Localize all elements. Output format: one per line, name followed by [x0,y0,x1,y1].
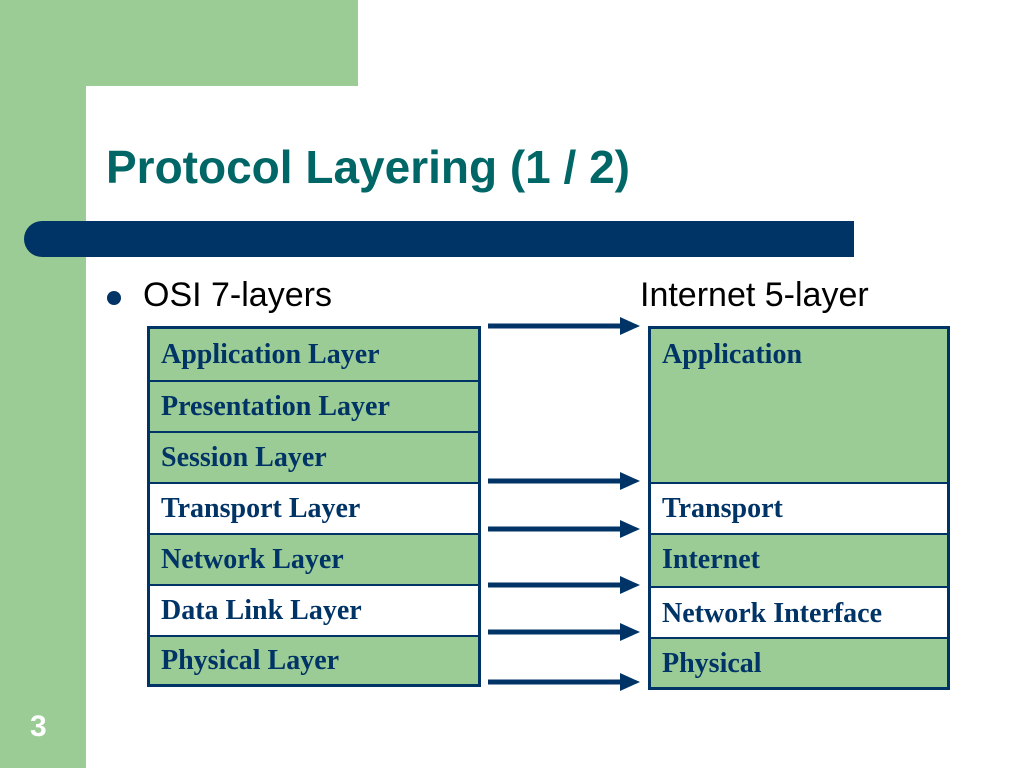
internet-layer-transport: Transport [651,482,947,533]
internet-layer-network-interface: Network Interface [651,586,947,637]
arrow-internet [488,520,640,538]
arrow-network-interface [488,576,640,594]
bullet-dot [107,291,121,305]
osi-layer-data-link: Data Link Layer [150,584,478,635]
title-underline-bar [24,221,854,257]
arrow-application [488,317,640,335]
page-number: 3 [30,710,47,743]
internet-heading: Internet 5-layer [640,276,869,314]
arrow-physical-a [488,623,640,641]
osi-layer-presentation: Presentation Layer [150,380,478,431]
osi-layer-transport: Transport Layer [150,482,478,533]
osi-heading: OSI 7-layers [143,276,332,314]
internet-layer-internet: Internet [651,533,947,586]
frame-inner-corner [86,86,126,126]
slide-title: Protocol Layering (1 / 2) [106,141,630,193]
internet-layer-stack: Application Transport Internet Network I… [648,326,950,690]
arrow-transport [488,472,640,490]
osi-layer-physical: Physical Layer [150,635,478,684]
internet-layer-physical: Physical [651,637,947,687]
osi-layer-network: Network Layer [150,533,478,584]
osi-layer-stack: Application Layer Presentation Layer Ses… [147,326,481,687]
arrow-physical-b [488,673,640,691]
frame-left-band [0,0,86,768]
internet-layer-application: Application [651,329,947,482]
osi-layer-application: Application Layer [150,329,478,380]
osi-layer-session: Session Layer [150,431,478,482]
